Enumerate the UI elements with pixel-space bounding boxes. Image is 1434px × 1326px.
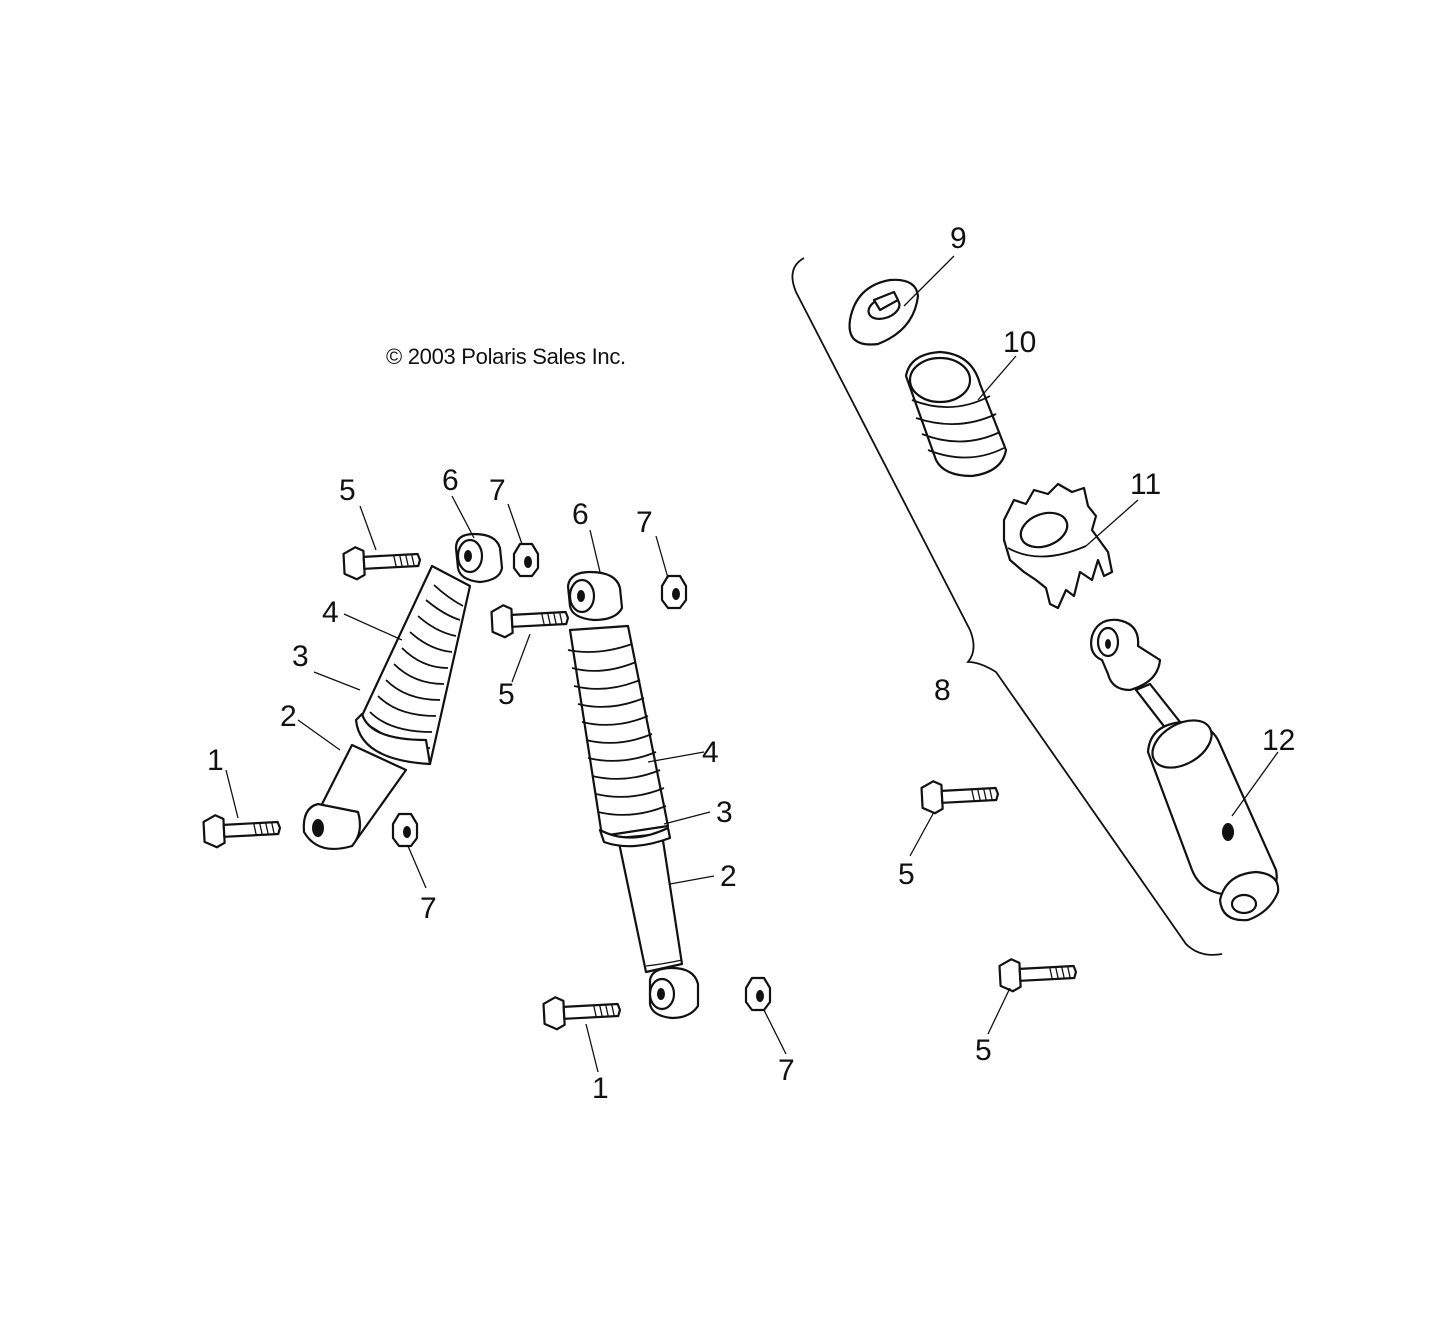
spring-10 xyxy=(904,350,1008,478)
center-spring xyxy=(567,624,670,838)
left-bolt-upper xyxy=(342,542,422,581)
right-assembly xyxy=(791,257,1280,993)
center-shock xyxy=(490,570,772,1031)
adjuster-11 xyxy=(1002,482,1114,610)
right-bolt-lower xyxy=(998,954,1078,993)
callout-center-shock-body: 2 xyxy=(720,860,737,893)
callout-center-bolt-lower: 1 xyxy=(592,1072,609,1105)
center-shock-body xyxy=(616,832,684,974)
retainer-9 xyxy=(848,278,920,346)
copyright-text: © 2003 Polaris Sales Inc. xyxy=(386,344,626,369)
callout-spring-10: 10 xyxy=(1003,326,1036,359)
left-spring-seat xyxy=(354,712,432,766)
left-nut-upper xyxy=(512,542,540,578)
callout-left-spring-seat: 3 xyxy=(292,640,309,673)
leader-lines xyxy=(225,255,1279,1073)
callout-retainer: 9 xyxy=(950,222,967,255)
callout-assembly: 8 xyxy=(934,674,951,707)
callout-center-spring: 4 xyxy=(702,736,719,769)
callout-left-spring: 4 xyxy=(322,596,339,629)
left-nut-lower xyxy=(391,812,419,848)
center-bushing-lower xyxy=(648,966,700,1020)
callout-right-bolt-middle: 5 xyxy=(898,858,915,891)
callout-left-nut-upper: 7 xyxy=(489,474,506,507)
callout-center-spring-seat: 3 xyxy=(716,796,733,829)
assembly-bracket-8 xyxy=(791,257,1223,956)
left-bolt-lower xyxy=(202,810,282,849)
callout-left-bolt-lower: 1 xyxy=(207,744,224,777)
callout-left-shock-body: 2 xyxy=(280,700,297,733)
center-bolt-lower xyxy=(542,992,622,1031)
callout-adjuster: 11 xyxy=(1130,468,1161,501)
right-bolt-middle xyxy=(920,776,1000,815)
damper-12 xyxy=(1090,618,1280,922)
left-bushing xyxy=(454,532,504,584)
callout-left-bushing: 6 xyxy=(442,464,459,497)
callout-center-nut-upper: 7 xyxy=(636,506,653,539)
center-bushing-upper xyxy=(566,570,624,622)
center-nut-lower xyxy=(744,976,772,1012)
callout-right-bolt-lower: 5 xyxy=(975,1034,992,1067)
center-bolt-upper xyxy=(490,600,570,639)
callout-left-bolt-upper: 5 xyxy=(339,474,356,507)
callout-damper: 12 xyxy=(1262,724,1295,757)
callout-center-nut-lower: 7 xyxy=(778,1054,795,1087)
callout-numbers: 5 6 7 4 3 2 1 7 6 7 5 4 3 2 1 7 9 10 11 … xyxy=(207,222,1295,1105)
left-shock xyxy=(202,532,540,850)
center-spring-seat xyxy=(598,826,672,848)
callout-left-nut-lower: 7 xyxy=(420,892,437,925)
callout-center-bushing: 6 xyxy=(572,498,589,531)
callout-center-bolt-upper: 5 xyxy=(498,678,515,711)
center-nut-upper xyxy=(660,574,688,610)
